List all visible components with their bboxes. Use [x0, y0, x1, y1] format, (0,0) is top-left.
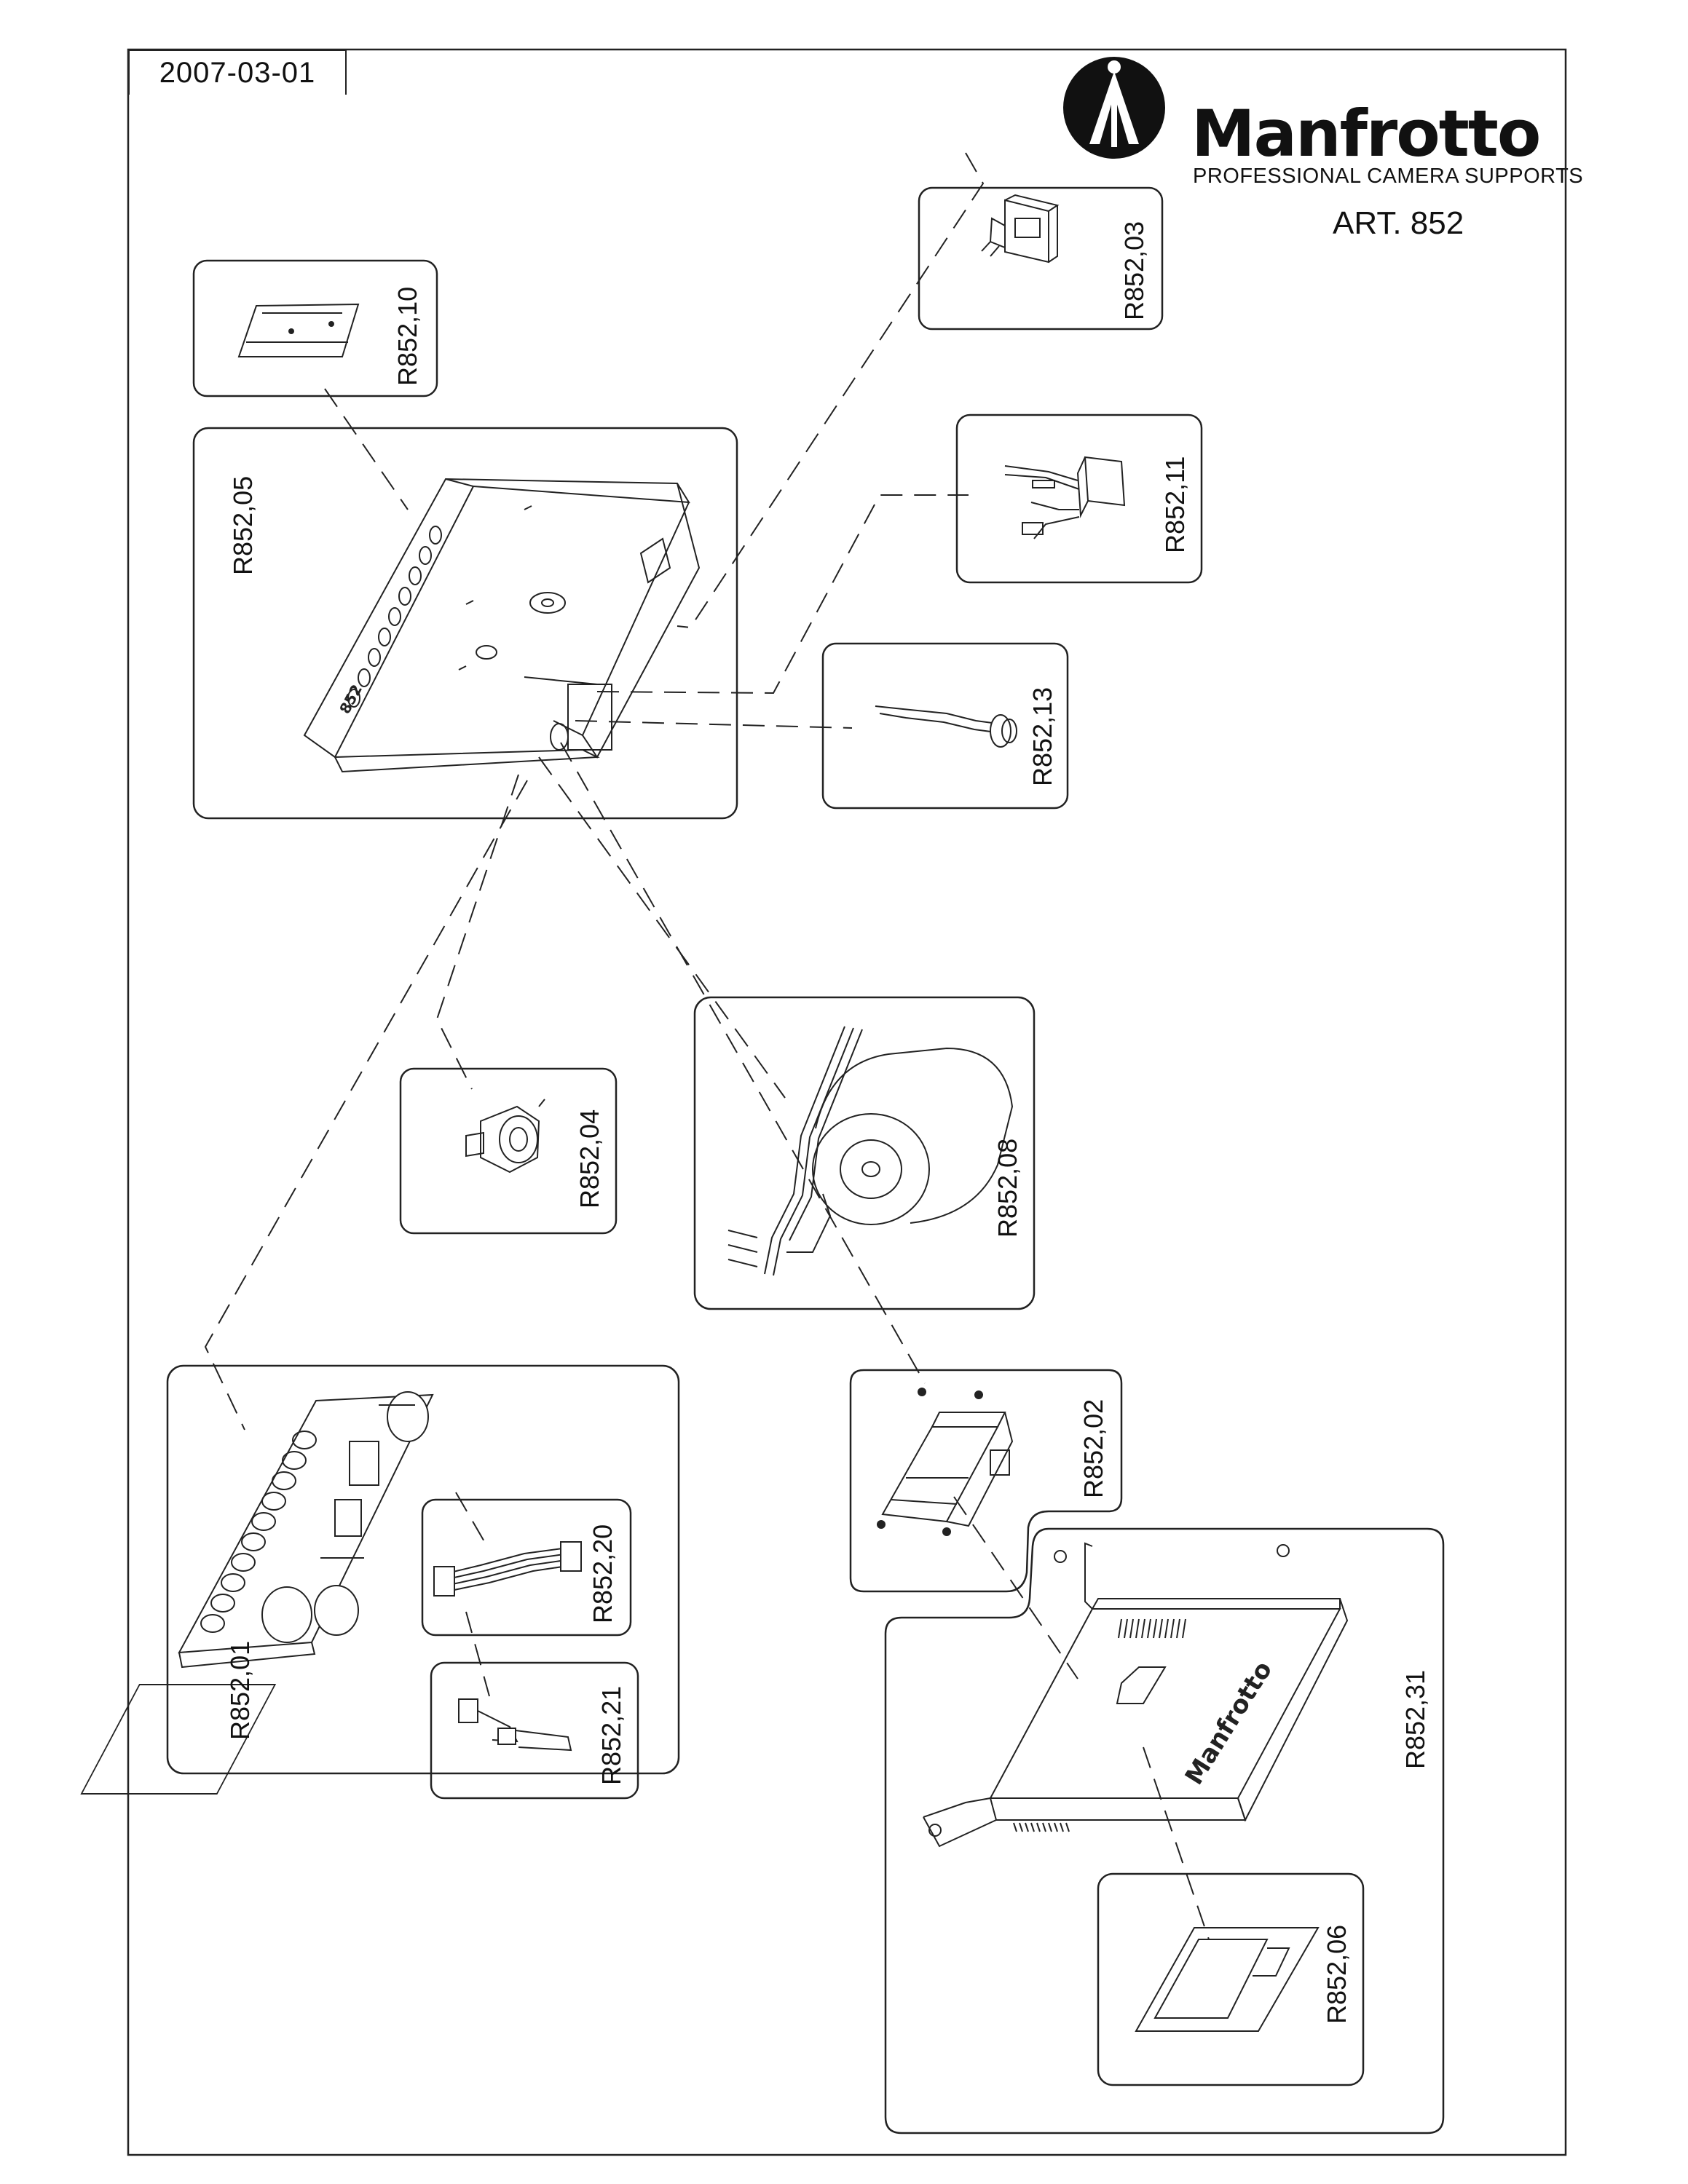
label-r852-06: R852,06: [1322, 1925, 1352, 2024]
part-box-r852-20: R852,20: [421, 1498, 632, 1637]
part-box-r852-02: R852,02: [849, 1369, 1123, 1593]
label-r852-10: R852,10: [393, 287, 422, 386]
frame-holes: [347, 526, 442, 708]
part-box-r852-04: R852,04: [399, 1067, 618, 1235]
case-vent-bottom: [1013, 1822, 1070, 1832]
brand-name: Manfrotto: [1191, 96, 1541, 171]
part-box-r852-01: R852,01: [166, 1364, 680, 1775]
frame-logo-text: 852: [336, 681, 366, 716]
part-box-r852-08: R852,08: [693, 996, 1036, 1310]
part-box-r852-10: R852,10: [192, 259, 438, 397]
date-label: 2007-03-01: [128, 50, 347, 95]
case-vent-top: [1118, 1618, 1186, 1639]
label-r852-05: R852,05: [228, 476, 258, 575]
label-r852-11: R852,11: [1160, 456, 1190, 553]
board-connectors: [200, 1431, 317, 1633]
label-r852-31: R852,31: [1400, 1670, 1430, 1769]
brand-tagline: PROFESSIONAL CAMERA SUPPORTS: [1193, 165, 1584, 188]
article-number: ART. 852: [1333, 205, 1464, 241]
label-r852-08: R852,08: [993, 1139, 1022, 1238]
part-box-r852-06: R852,06: [1097, 1872, 1365, 2086]
label-r852-02: R852,02: [1078, 1399, 1108, 1498]
label-r852-13: R852,13: [1028, 687, 1057, 786]
part-box-r852-03: R852,03: [918, 186, 1164, 331]
label-r852-04: R852,04: [575, 1109, 604, 1208]
part-box-r852-05: 852 R852,05: [192, 427, 738, 820]
part-box-r852-13: R852,13: [821, 642, 1069, 810]
leader-lines: [204, 152, 1210, 1940]
part-box-r852-11: R852,11: [955, 414, 1203, 584]
part-box-r852-21: R852,21: [430, 1661, 639, 1800]
label-r852-21: R852,21: [596, 1686, 626, 1785]
label-r852-03: R852,03: [1119, 221, 1149, 320]
sheet-border: [127, 48, 1567, 2156]
tripod-logo-icon: [1063, 57, 1165, 159]
label-r852-20: R852,20: [588, 1524, 618, 1623]
label-r852-01: R852,01: [225, 1641, 255, 1740]
